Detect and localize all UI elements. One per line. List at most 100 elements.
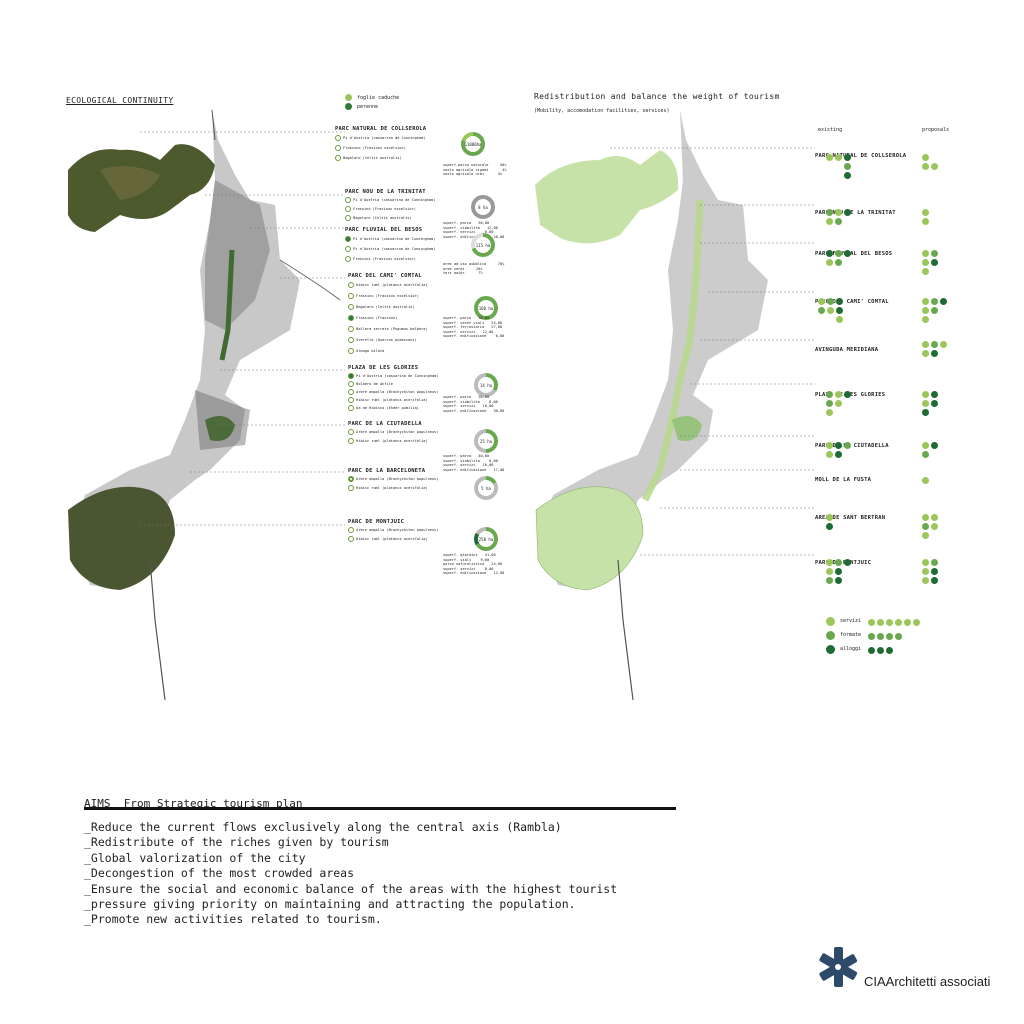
species-dot-icon xyxy=(345,256,351,262)
right-panel-subtitle: (Mobility, accomodation facilities, serv… xyxy=(534,108,670,114)
lodging-icon xyxy=(826,250,833,257)
area-donut: 115 ha xyxy=(471,233,495,257)
surface-value: 20% xyxy=(476,266,483,271)
species-label: Arbre ampolla (Brachychiton populneus) xyxy=(356,430,439,434)
surface-label: superf. viabilita xyxy=(443,458,480,463)
service-icon xyxy=(922,209,929,216)
proposal-icons-ciutadella xyxy=(922,440,940,458)
species-label: Pi d'Austria (casuarina de Cunningham) xyxy=(343,136,426,140)
species-dot-icon xyxy=(348,536,354,542)
surface-value: 17,00 xyxy=(493,467,505,472)
lodging-icon xyxy=(844,559,851,566)
area-donut: 14 ha xyxy=(474,373,498,397)
surface-label: terz aaidr xyxy=(443,271,465,276)
place-name: PARC NATURAL DE COLLSEROLA xyxy=(815,153,907,159)
surface-value: 6,00 xyxy=(489,458,498,463)
surface-value: 16,00 xyxy=(482,463,494,468)
surface-value: 56,00 xyxy=(478,221,490,225)
legend-evergreen-label: perenne xyxy=(357,103,379,110)
service-icon xyxy=(922,477,929,484)
species-dot-icon xyxy=(348,348,354,354)
area-donut: 25 ha xyxy=(474,429,498,453)
surface-value: 4% xyxy=(502,167,507,172)
service-icon xyxy=(826,218,833,225)
species-dot-icon xyxy=(345,236,351,242)
aims-item: _Ensure the social and economic balance … xyxy=(84,881,618,896)
lodging-icon xyxy=(835,577,842,584)
service-icon xyxy=(922,250,929,257)
aims-title: AIMS _From Strategic tourism plan xyxy=(84,797,303,810)
lodging-icon xyxy=(844,391,851,398)
surface-label: superf. viali xyxy=(443,557,472,562)
training-icon xyxy=(835,218,842,225)
surface-value: 50% xyxy=(499,163,507,167)
logo-text: CIAArchitetti associati xyxy=(864,974,991,989)
species-dot-icon xyxy=(335,155,341,161)
service-icon xyxy=(836,316,843,323)
area-donut: 5 ha xyxy=(474,476,498,500)
training-icon xyxy=(835,259,842,266)
species-dot-icon xyxy=(348,282,354,288)
existing-icons-glories xyxy=(826,389,853,416)
training-icon xyxy=(844,163,851,170)
service-icon xyxy=(922,341,929,348)
existing-icons-collserola xyxy=(826,152,853,179)
lodging-icon xyxy=(826,523,833,530)
park-block-cami-comtal: PARC DEL CAMI' COMTAL Hibisc ruml (plata… xyxy=(348,273,504,354)
lodging-icon xyxy=(922,409,929,416)
proposal-icons-moll-fusta xyxy=(922,475,931,484)
lodging-icon xyxy=(931,577,938,584)
port-breakwater xyxy=(149,559,166,701)
surface-label: superf. parco xyxy=(443,221,472,225)
park-name: PLAZA DE LES GLORIES xyxy=(348,365,419,371)
aims-item: _Decongestion of the most crowded areas xyxy=(84,866,355,881)
training-icon xyxy=(931,341,938,348)
park-name: PARC FLUVIAL DEL BESOS xyxy=(345,227,423,233)
service-icon xyxy=(826,559,833,566)
area-donut: 11000ha xyxy=(461,132,485,156)
service-icon xyxy=(827,307,834,314)
surface-label: superf. giardini xyxy=(443,553,478,557)
area-value: 14 ha xyxy=(478,377,494,393)
service-icon xyxy=(922,154,929,161)
park-name: PARC NOU DE LA TRINITAT xyxy=(345,189,426,195)
species-dot-icon xyxy=(348,293,354,299)
species-label: Bagolaro (Celtis australis) xyxy=(356,305,415,309)
park-block-ciutadella: PARC DE LA CIUTADELLA Arbre ampolla (Bra… xyxy=(348,421,504,472)
park-name: PARC DE MONTJUIC xyxy=(348,519,405,525)
surface-label: superf. servizi xyxy=(443,329,476,334)
legend-services-label: servizi xyxy=(840,618,862,624)
training-icon xyxy=(826,209,833,216)
park-block-collserola: PARC NATURAL DE COLLSEROLA Pi d'Austria … xyxy=(335,126,506,177)
surface-label: superf. servizi xyxy=(443,463,476,468)
place-label-meridiana: AVINGUDA MERIDIANA xyxy=(815,336,878,355)
area-value: 160 ha xyxy=(478,300,494,316)
collserola-highlight xyxy=(535,150,679,244)
legend-deciduous-icon xyxy=(345,94,352,101)
collserola-forest xyxy=(68,144,215,232)
surface-value: 8,00 xyxy=(489,399,498,404)
legend-lodging-icon xyxy=(826,644,835,654)
training-icon xyxy=(931,250,938,257)
service-icon xyxy=(931,514,938,521)
service-icon xyxy=(826,568,833,575)
place-label-montjuic: PARC DE MONTJUIC xyxy=(815,549,871,568)
surface-label: superf. edificazione xyxy=(443,571,487,576)
species-label: Pi d'Austria (casuarina de Cunningham) xyxy=(356,374,439,378)
species-label: Hibisc ruml (platanus acerifolia) xyxy=(356,439,428,443)
service-icon xyxy=(922,316,929,323)
place-label-sant-bertran: AREA DE SANT BERTRAN xyxy=(815,504,885,523)
species-label: Pi d'Austria (casuarina de Cunningham) xyxy=(353,237,436,241)
surface-value: 8,00 xyxy=(484,566,494,571)
surface-label: superf. servizi xyxy=(443,230,476,235)
surface-label: superf. servizi xyxy=(443,566,476,571)
species-label: Arbre ampolla (Brachychiton populneus) xyxy=(356,477,439,481)
lodging-icon xyxy=(844,209,851,216)
species-label: Hibisc ruml (platanus acerifolia) xyxy=(356,283,428,287)
surface-value: 7% xyxy=(478,271,483,276)
right-legend: servizi formate alloggi xyxy=(826,614,922,656)
place-label-ciutadella: PARC DE LA CIUTADELLA xyxy=(815,432,889,451)
species-dot-icon xyxy=(345,246,351,252)
